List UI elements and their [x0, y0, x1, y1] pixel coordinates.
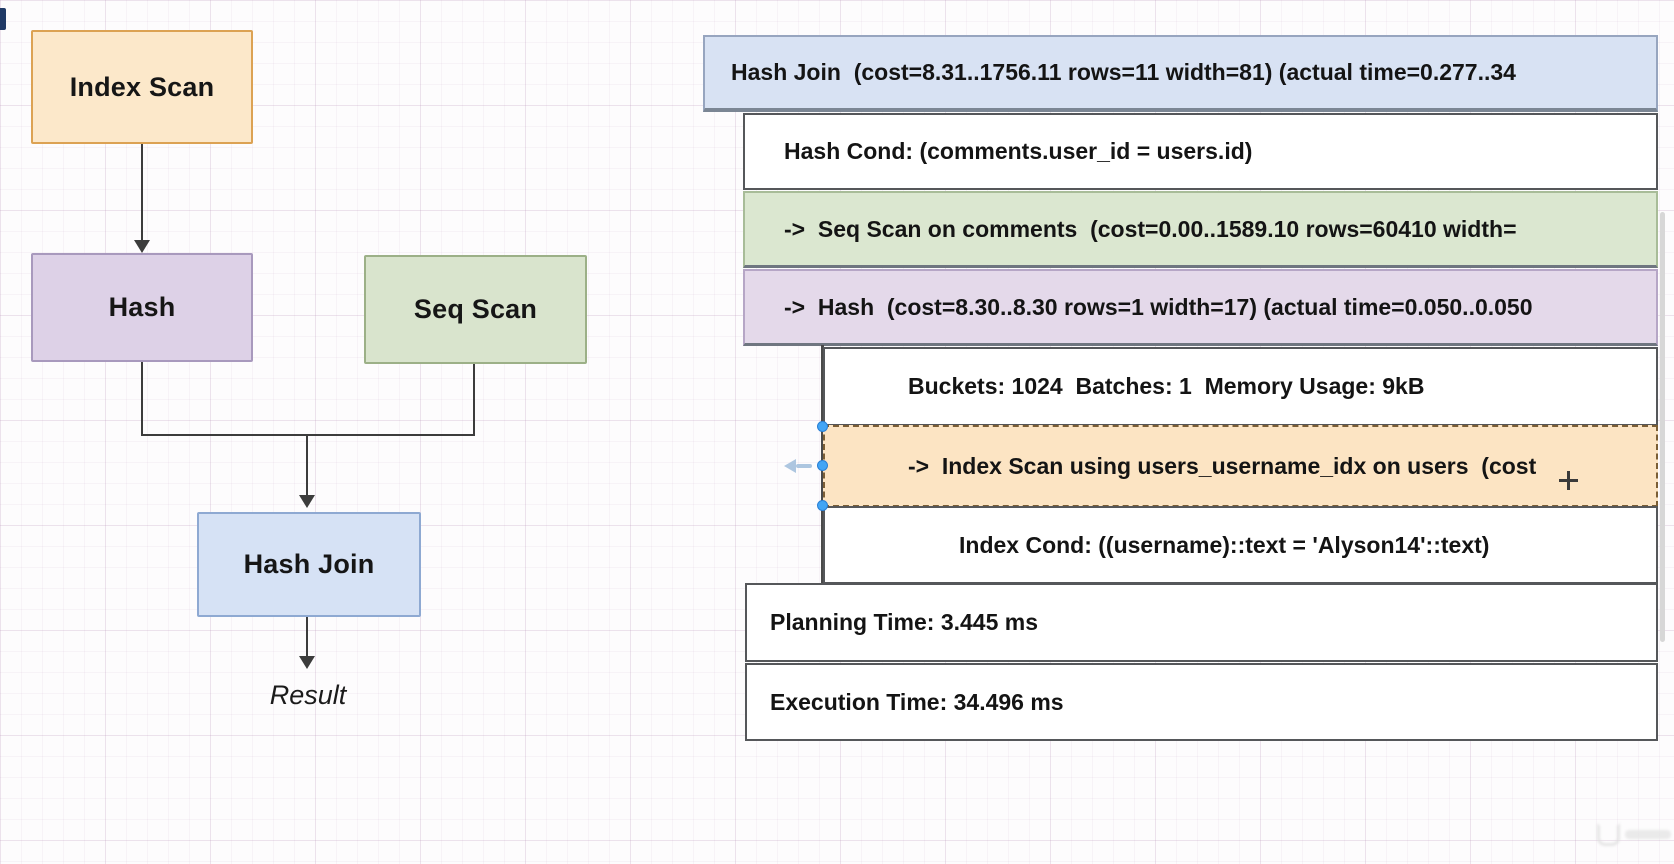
plan-row-text: Hash Cond: (comments.user_id = users.id): [784, 138, 1253, 164]
plan-row-hash-join[interactable]: Hash Join (cost=8.31..1756.11 rows=11 wi…: [703, 35, 1658, 112]
plan-row-index-scan-selected[interactable]: -> Index Scan using users_username_idx o…: [823, 425, 1658, 507]
plan-row-index-cond[interactable]: Index Cond: ((username)::text = 'Alyson1…: [823, 506, 1658, 584]
plan-row-hash[interactable]: -> Hash (cost=8.30..8.30 rows=1 width=17…: [743, 269, 1658, 346]
plan-row-text: Execution Time: 34.496 ms: [770, 688, 1064, 715]
watermark-text-blur: [1625, 829, 1671, 839]
flow-node-label: Index Scan: [69, 71, 215, 102]
flow-node-hash[interactable]: Hash: [31, 253, 253, 362]
flow-node-seq-scan[interactable]: Seq Scan: [364, 255, 587, 364]
plan-row-text: -> Hash (cost=8.30..8.30 rows=1 width=17…: [784, 293, 1533, 320]
plan-row-text: -> Index Scan using users_username_idx o…: [908, 452, 1537, 479]
vertical-scrollbar[interactable]: [1660, 212, 1665, 642]
left-direction-arrow-icon[interactable]: [796, 464, 812, 468]
plan-row-text: -> Seq Scan on comments (cost=0.00..1589…: [784, 215, 1517, 242]
watermark: [1597, 818, 1673, 850]
flow-node-label: Hash: [108, 292, 176, 322]
result-label: Result: [269, 680, 347, 710]
plan-row-text: Index Cond: ((username)::text = 'Alyson1…: [959, 531, 1490, 558]
flow-node-label: Hash Join: [243, 549, 375, 579]
window-edge-fragment: [0, 8, 6, 30]
left-direction-arrow-icon[interactable]: [784, 459, 796, 473]
flow-node-hash-join[interactable]: Hash Join: [197, 512, 421, 617]
flow-node-index-scan[interactable]: Index Scan: [31, 30, 253, 144]
plan-row-text: Planning Time: 3.445 ms: [770, 609, 1039, 635]
selection-handle-top-left[interactable]: [817, 421, 828, 432]
plan-row-execution-time[interactable]: Execution Time: 34.496 ms: [745, 663, 1658, 741]
selection-handle-bottom-left[interactable]: [817, 500, 828, 511]
watermark-logo-icon: [1597, 822, 1620, 846]
plan-row-buckets[interactable]: Buckets: 1024 Batches: 1 Memory Usage: 9…: [823, 347, 1658, 426]
plan-row-seq-scan[interactable]: -> Seq Scan on comments (cost=0.00..1589…: [743, 191, 1658, 268]
plan-row-text: Buckets: 1024 Batches: 1 Memory Usage: 9…: [908, 373, 1425, 399]
plan-row-planning-time[interactable]: Planning Time: 3.445 ms: [745, 583, 1658, 662]
plan-row-text: Hash Join (cost=8.31..1756.11 rows=11 wi…: [731, 59, 1516, 85]
flow-node-label: Seq Scan: [413, 294, 538, 324]
selection-handle-middle-left[interactable]: [817, 460, 828, 471]
plan-row-hash-cond[interactable]: Hash Cond: (comments.user_id = users.id): [743, 113, 1658, 190]
